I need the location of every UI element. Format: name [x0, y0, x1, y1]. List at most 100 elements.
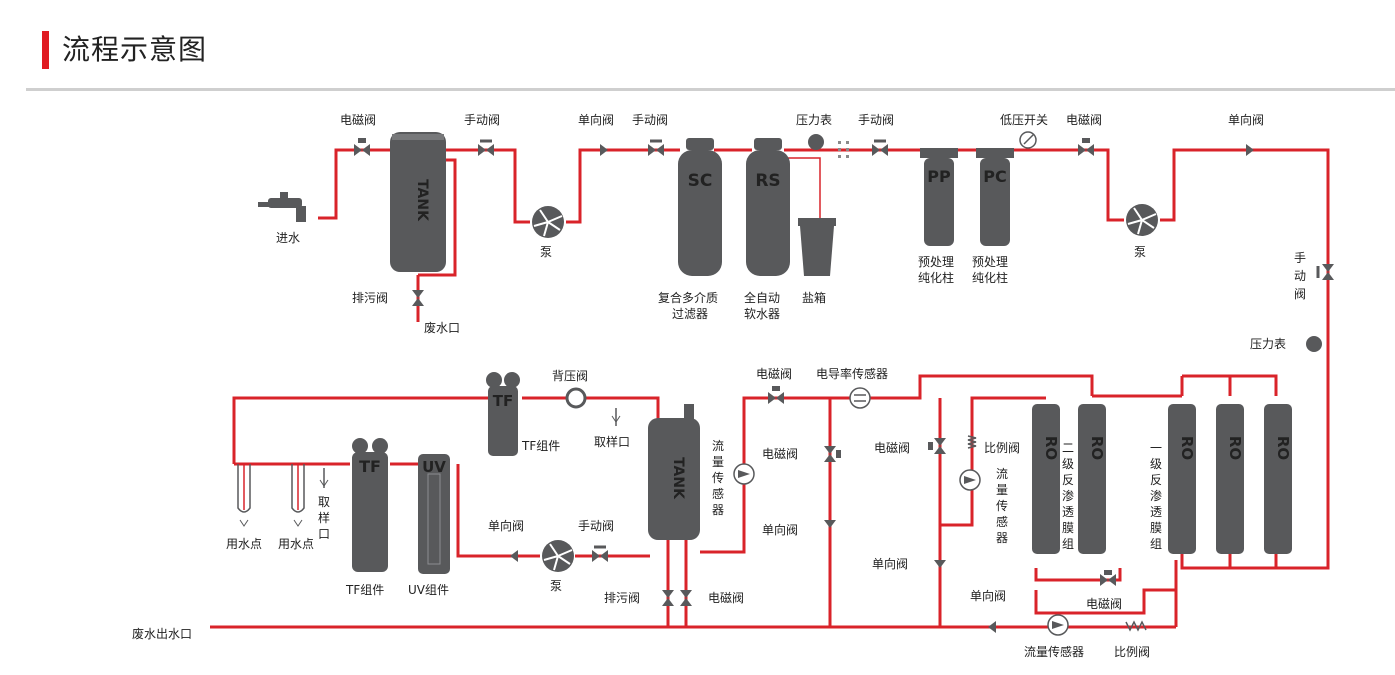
softener-label-2: 软水器	[744, 307, 780, 321]
manual-valve-vertical-label-3: 阀	[1294, 287, 1306, 301]
check-valve-ro-label: 单向阀	[872, 556, 908, 571]
uv-assembly-label: UV组件	[408, 583, 449, 597]
manual-valve-vertical-icon[interactable]	[1322, 264, 1334, 280]
drain-valve-2-icon[interactable]	[662, 590, 674, 606]
backpressure-valve-label: 背压阀	[552, 369, 588, 383]
pump-2-icon[interactable]	[1126, 204, 1158, 236]
proportional-valve-1-label: 比例阀	[984, 441, 1020, 455]
svg-text:感: 感	[712, 486, 724, 501]
tf-assembly-1-label: TF组件	[521, 439, 560, 453]
pp-label-2: 纯化柱	[918, 270, 954, 285]
drain-valve-1-label: 排污阀	[352, 291, 388, 305]
svg-text:反: 反	[1062, 473, 1074, 487]
water-softener: RS	[746, 138, 790, 276]
title-accent-bar	[42, 31, 49, 69]
solenoid-valve-5-icon[interactable]	[680, 590, 692, 606]
manual-valve-3-icon[interactable]	[872, 144, 888, 156]
manual-valve-1-label: 手动阀	[464, 113, 500, 127]
low-pressure-switch-label: 低压开关	[1000, 113, 1048, 127]
svg-text:感: 感	[996, 514, 1008, 529]
tank-1: TANK	[390, 132, 446, 272]
page-header: 流程示意图	[0, 0, 1395, 92]
bottom-pipeline	[210, 374, 1278, 629]
tank-2-label: TANK	[670, 457, 686, 500]
check-valve-2-icon	[1246, 144, 1254, 156]
solenoid-valve-2-label: 电磁阀	[1066, 112, 1102, 127]
solenoid-valve-4-icon[interactable]	[824, 446, 836, 462]
pump-3-icon[interactable]	[542, 540, 574, 572]
check-valve-ro-icon	[934, 560, 946, 568]
pump-1-label: 泵	[540, 245, 552, 259]
pump-2-label: 泵	[1134, 245, 1146, 259]
solenoid-actuator-waste-icon	[1104, 570, 1112, 575]
pp-pretreat-column: PP	[920, 148, 958, 246]
proportional-valve-2-label: 比例阀	[1114, 645, 1150, 659]
solenoid-valve-3-icon[interactable]	[768, 392, 784, 404]
ro-2-label: RO	[1226, 436, 1244, 460]
inlet-solenoid-valve-icon[interactable]	[354, 144, 370, 156]
ro-stage1-label: 一级 反渗 透膜 组	[1150, 441, 1162, 551]
solenoid-valve-2-icon[interactable]	[1078, 144, 1094, 156]
svg-text:一: 一	[1150, 441, 1162, 455]
conductivity-sensor-icon	[849, 387, 871, 409]
svg-text:样: 样	[318, 510, 330, 525]
multi-media-filter-label-2: 过滤器	[672, 307, 708, 321]
sampling-port-1-icon	[611, 408, 621, 426]
tf-2-label: TF	[359, 457, 381, 476]
ro-4-label: RO	[1042, 436, 1060, 460]
tf-assembly-1: TF	[486, 372, 520, 456]
tf-assembly-2: TF	[352, 438, 388, 572]
pump-1-icon[interactable]	[532, 206, 564, 238]
svg-text:透: 透	[1150, 505, 1162, 519]
solenoid-valve-waste-icon[interactable]	[1100, 574, 1116, 586]
sc-label: SC	[688, 171, 713, 191]
proportional-valve-1-icon	[967, 435, 977, 449]
pressure-gauge-1-label: 压力表	[796, 113, 832, 127]
solenoid-valve-5-label: 电磁阀	[708, 590, 744, 605]
manual-valve-3-label: 手动阀	[858, 113, 894, 127]
check-valve-2-label: 单向阀	[1228, 112, 1264, 127]
flow-sensor-3-icon	[733, 463, 755, 485]
svg-text:传: 传	[712, 470, 724, 485]
inlet-label: 进水	[276, 231, 300, 245]
check-valve-1-label: 单向阀	[578, 112, 614, 127]
svg-text:器: 器	[996, 531, 1008, 545]
rs-label: RS	[755, 171, 780, 191]
low-pressure-switch-icon	[1019, 131, 1037, 149]
svg-text:二: 二	[1062, 441, 1074, 455]
pp-label-1: 预处理	[918, 255, 954, 269]
inlet-faucet-icon	[258, 192, 306, 222]
solenoid-actuator-ro-icon	[928, 442, 933, 450]
manual-valve-2-label: 手动阀	[632, 113, 668, 127]
use-point-2-label: 用水点	[278, 537, 314, 551]
manual-valve-vertical-label-1: 手	[1294, 251, 1306, 265]
backpressure-valve-icon[interactable]	[565, 387, 587, 409]
solenoid-valve-ro-icon[interactable]	[934, 438, 946, 454]
salt-tank-label: 盐箱	[802, 290, 826, 305]
tf-1-label: TF	[493, 392, 513, 410]
pc-label-1: 预处理	[972, 255, 1008, 269]
solenoid-valve-4-label: 电磁阀	[762, 446, 798, 461]
svg-text:级: 级	[1150, 457, 1162, 471]
flow-sensor-2-label: 流量传感器	[1024, 644, 1084, 659]
check-valve-1-icon	[600, 144, 608, 156]
svg-text:口: 口	[318, 527, 330, 541]
flow-sensor-1-icon	[959, 469, 981, 491]
use-point-1-label: 用水点	[226, 537, 262, 551]
manual-valve-2-icon[interactable]	[648, 144, 664, 156]
pressure-gauge-2-icon	[1306, 336, 1322, 352]
manual-valve-1-icon[interactable]	[478, 144, 494, 156]
softener-label-1: 全自动	[744, 290, 780, 305]
tank-2: TANK	[648, 404, 700, 540]
sampling-port-2-label: 取样口	[318, 495, 330, 541]
solenoid-valve-3-label: 电磁阀	[756, 366, 792, 381]
drain-valve-1-icon[interactable]	[412, 290, 424, 306]
solenoid-valve-waste-label: 电磁阀	[1086, 596, 1122, 611]
conductivity-sensor-label: 电导率传感器	[816, 366, 888, 381]
svg-text:渗: 渗	[1062, 488, 1074, 503]
flow-sensor-1-label: 流量 传感 器	[996, 467, 1008, 545]
manual-valve-4-icon[interactable]	[592, 550, 608, 562]
svg-text:膜: 膜	[1062, 521, 1074, 535]
waste-outlet-label: 废水口	[424, 320, 460, 335]
pp-label: PP	[927, 167, 951, 186]
